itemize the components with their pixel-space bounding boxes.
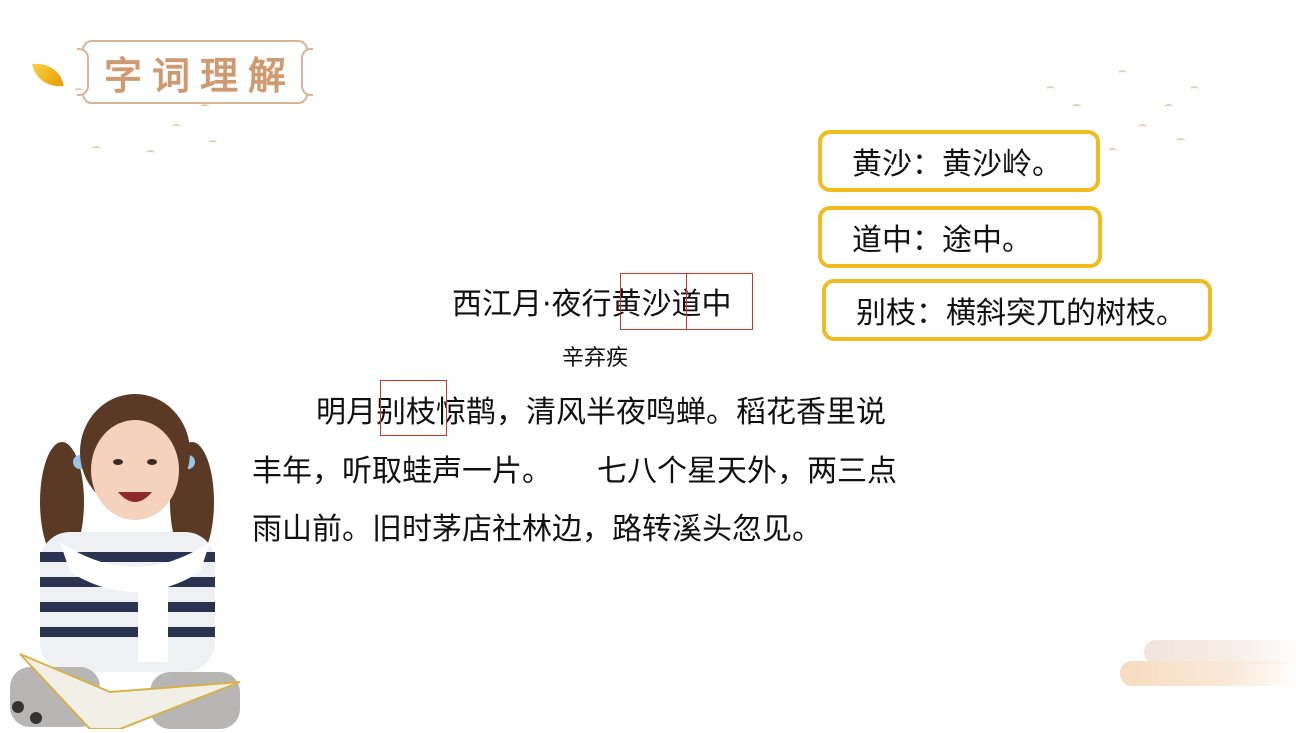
highlight-box-biezhi	[380, 380, 447, 436]
poem-author: 辛弃疾	[562, 346, 629, 371]
poem-title-prefix: 西江月·夜行	[452, 287, 612, 322]
glossary-item-daozhong: 道中：途中。	[818, 206, 1102, 268]
title-frame	[77, 40, 313, 104]
glossary-text: 别枝：横斜突兀的树枝。	[856, 296, 1186, 331]
poem-line-2: 丰年，听取蛙声一片。 七八个星天外，两三点	[252, 454, 897, 489]
poem-line-1-rest: 惊鹊，清风半夜鸣蝉。稻花香里说	[436, 395, 886, 430]
poem-line-1: 明月别枝惊鹊，清风半夜鸣蝉。稻花香里说	[316, 393, 886, 433]
glossary-item-huangsha: 黄沙：黄沙岭。	[818, 130, 1100, 192]
leaf-icon	[32, 60, 64, 90]
highlight-box-huangsha	[620, 273, 687, 330]
poem-title-highlight-daozhong: 道中	[671, 287, 732, 322]
poem-line-1-highlight: 别枝	[376, 395, 436, 430]
glossary-text: 黄沙：黄沙岭。	[852, 147, 1062, 182]
decorative-bar	[1144, 640, 1296, 664]
glossary-text: 道中：途中。	[852, 223, 1032, 258]
page-title: 字词理解	[103, 53, 296, 98]
poem-line-3: 雨山前。旧时茅店社林边，路转溪头忽见。	[252, 512, 822, 547]
decorative-bar	[1120, 661, 1296, 686]
poem-line-1-prefix: 明月	[316, 395, 376, 430]
highlight-box-daozhong	[686, 273, 753, 330]
poem-title-highlight-huangsha: 黄沙	[611, 287, 672, 322]
girl-reading-illustration	[0, 392, 250, 730]
poem-title: 西江月·夜行黄沙道中	[452, 285, 732, 325]
glossary-item-biezhi: 别枝：横斜突兀的树枝。	[822, 279, 1212, 341]
